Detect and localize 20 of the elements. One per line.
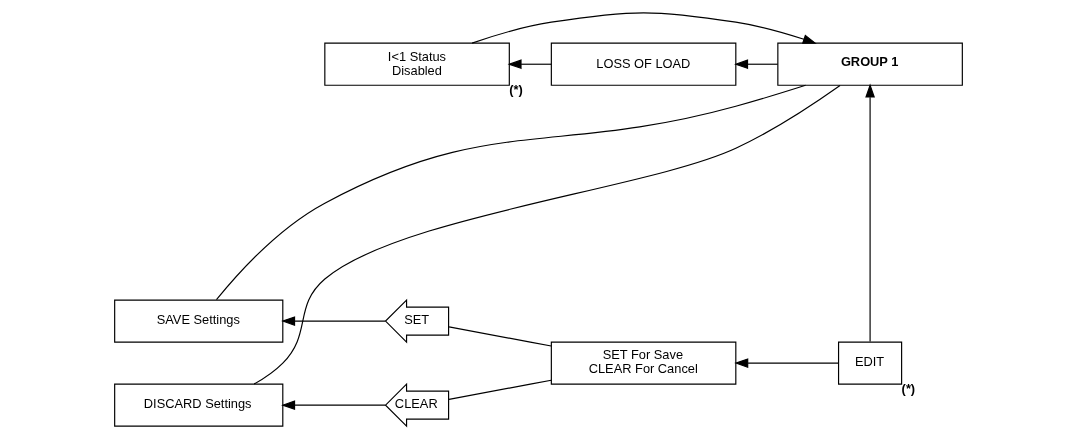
arrow xyxy=(471,12,817,44)
arrow xyxy=(734,358,839,369)
arrow xyxy=(281,316,386,326)
node-box: EDIT xyxy=(838,341,903,385)
node-box: LOSS OF LOAD xyxy=(550,42,737,86)
node-box: GROUP 1 xyxy=(777,42,963,86)
connector xyxy=(253,84,841,385)
node-box: I<1 Status Disabled xyxy=(324,42,510,86)
arrow xyxy=(281,400,386,411)
connector xyxy=(448,379,552,400)
node-label: (*) xyxy=(509,82,523,98)
arrow xyxy=(734,59,779,70)
node-box: SET For Save CLEAR For Cancel xyxy=(550,341,737,385)
arrow xyxy=(507,59,552,70)
node-box: DISCARD Settings xyxy=(114,383,284,427)
node-label: (*) xyxy=(901,381,916,397)
arrow xyxy=(865,83,875,343)
connector xyxy=(448,326,552,347)
node-box: SAVE Settings xyxy=(114,299,284,343)
connector xyxy=(215,84,807,301)
